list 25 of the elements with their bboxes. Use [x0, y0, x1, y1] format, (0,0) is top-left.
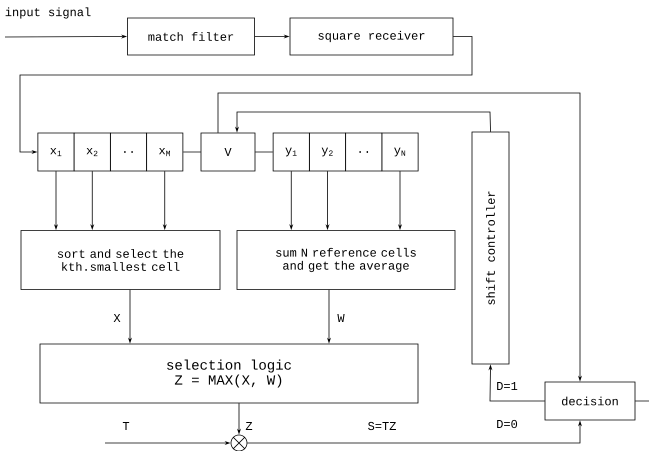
register-cell: .. — [345, 132, 382, 172]
process-box: selection logic Z = MAX(X, W) — [40, 344, 418, 404]
register-cell: x$_{M}$ — [146, 132, 184, 172]
signal-label: D=0 — [497, 420, 518, 428]
process-box: sort and select the kth.smallest cell — [20, 230, 220, 290]
register-cell: x$_{2}$ — [74, 132, 111, 172]
process-box: decision — [544, 382, 636, 420]
register-cell: x$_{1}$ — [37, 132, 75, 172]
edge-label: T — [121, 421, 131, 431]
edge-label: X — [112, 313, 122, 323]
edge-label: S=TZ — [366, 420, 398, 432]
register-cell: V — [200, 132, 256, 172]
multiplier-symbol — [230, 434, 248, 451]
register-cell: .. — [110, 132, 148, 172]
edge-label: Z — [244, 421, 254, 431]
register-cell: y$_{1}$ — [272, 132, 310, 172]
process-box: match filter — [127, 18, 255, 56]
edge-label: input signal — [4, 6, 92, 20]
edge-label: D=1 — [495, 381, 519, 391]
process-box: shift controller — [472, 132, 510, 364]
register-cell: y$_{2}$ — [308, 132, 346, 172]
process-box: square receiver — [290, 18, 454, 56]
register-cell: y$_{N}$ — [381, 132, 419, 172]
process-box: sum N reference cells and get the average — [236, 230, 456, 290]
edge-label: W — [336, 313, 346, 323]
